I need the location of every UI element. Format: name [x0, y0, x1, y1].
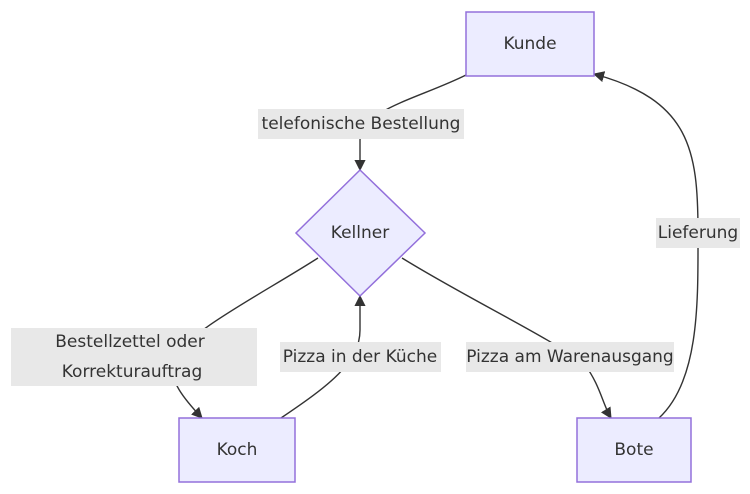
node-kunde: Kunde	[465, 11, 595, 77]
edge-label-bestellzettel-line1: Bestellzettel oder	[55, 332, 205, 352]
node-koch: Koch	[178, 417, 296, 483]
edge-label-telefonische-bestellung: telefonische Bestellung	[258, 109, 464, 139]
edge-label-pizza-warenausgang: Pizza am Warenausgang	[466, 342, 674, 372]
edge-label-bestellzettel-line2: Korrekturauftrag	[62, 362, 202, 382]
node-bote-label: Bote	[614, 440, 653, 460]
edge-kellner-bote	[401, 257, 612, 419]
node-koch-label: Koch	[217, 440, 258, 460]
edge-label-bestellzettel: Bestellzettel oder Korrekturauftrag	[11, 328, 257, 386]
edge-label-telefonische-bestellung-text: telefonische Bestellung	[262, 114, 461, 134]
node-kunde-label: Kunde	[503, 34, 556, 54]
edge-label-pizza-warenausgang-text: Pizza am Warenausgang	[466, 347, 673, 367]
edge-label-lieferung: Lieferung	[656, 218, 740, 248]
edge-label-pizza-kueche-text: Pizza in der Küche	[283, 347, 437, 367]
edge-label-pizza-kueche: Pizza in der Küche	[280, 342, 441, 372]
node-kellner-label: Kellner	[331, 223, 389, 243]
node-kellner: Kellner	[294, 168, 427, 298]
edge-label-lieferung-text: Lieferung	[658, 223, 738, 243]
node-bote: Bote	[576, 417, 692, 483]
